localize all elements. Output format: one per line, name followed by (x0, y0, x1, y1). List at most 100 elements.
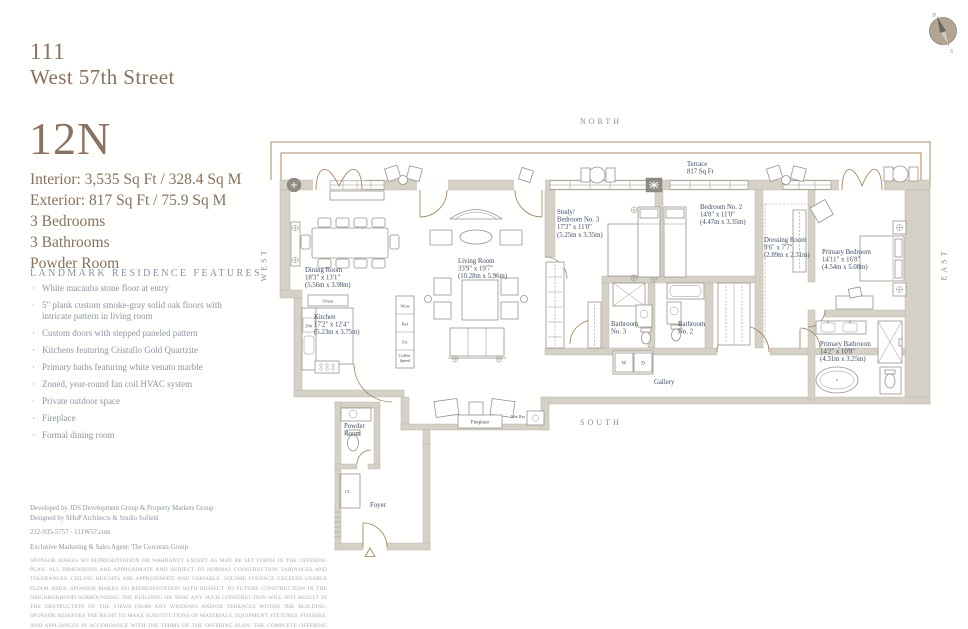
wardrobe (792, 209, 807, 273)
vanity-sink (666, 301, 682, 325)
label-dining-room: Dining Room 18'3" x 13'1" (5.56m x 3.98m… (305, 267, 351, 289)
dressing-door (799, 327, 821, 349)
compass-icon: N S (929, 13, 957, 55)
label-dryer: D (641, 362, 645, 367)
feature-text: Zoned, year-round fan coil HVAC system (42, 379, 193, 390)
wet-bar-cabinet (526, 410, 545, 426)
terrace-chair (383, 164, 402, 183)
legal-disclaimer: SPONSOR MAKES NO REPRESENTATION OR WARRA… (30, 558, 327, 629)
dining-chair (335, 258, 350, 269)
residence-specs: Interior: 3,535 Sq Ft / 328.4 Sq M Exter… (30, 169, 241, 274)
terrace-chair (789, 165, 807, 182)
label-powder-room: Powder Room (344, 423, 366, 438)
label-gallery: Gallery (654, 379, 675, 386)
feature-text: White macauba stone floor at entry (42, 283, 169, 293)
label-dw: DW (305, 324, 313, 329)
shower (877, 320, 903, 364)
feature-text: Fireplace (42, 413, 76, 424)
building-title: 111 West 57th Street (30, 40, 175, 90)
compass-north-letter: N (931, 13, 937, 19)
armchair (500, 277, 519, 296)
toilet (670, 324, 682, 342)
label-foyer: Foyer (370, 502, 387, 509)
dining-chair (371, 258, 386, 269)
spec-bathrooms: 3 Bathrooms (30, 234, 110, 252)
label-fzr: Fzr (402, 340, 408, 345)
spec-exterior: Exterior: 817 Sq Ft / 75.9 Sq M (30, 192, 227, 210)
ovens-counter (307, 294, 349, 307)
bullet: · (32, 344, 35, 355)
armchair (433, 277, 452, 296)
pillow (639, 208, 659, 219)
label-dressing-room: Dressing Room 9'6" x 7'7" (2.89m x 2.31m… (764, 237, 810, 259)
fireplace-alcove (433, 397, 545, 429)
foyer-east-wall (422, 441, 431, 551)
living-furniture (424, 209, 568, 363)
water-closet (879, 366, 902, 395)
label-fireplace: Fireplace (471, 421, 490, 426)
terrace-parapet (270, 141, 931, 188)
kitchen-fixtures (301, 294, 415, 374)
feature-item: ·Private outdoor space (30, 396, 252, 407)
toilet (640, 327, 652, 345)
compass-needle-light (939, 30, 950, 47)
feature-text: Private outdoor space (42, 396, 120, 407)
dining-chair (371, 217, 386, 228)
laundry-closet (612, 350, 654, 375)
label-study-bedroom3: Study/ Bedroom No. 3 17'3" x 11'0" (5.25… (557, 209, 603, 239)
bullet: · (32, 283, 35, 293)
armchair (500, 301, 519, 320)
architect-credit: Designed by SHoP Architects & Studio Sof… (30, 514, 159, 522)
closet (717, 282, 751, 346)
terrace-round-table (891, 165, 909, 183)
features-heading: LANDMARK RESIDENCE FEATURES (30, 268, 263, 279)
dining-table (311, 227, 389, 259)
terrace-name: Terrace (687, 161, 707, 168)
closet (545, 261, 565, 349)
spec-bedrooms: 3 Bedrooms (30, 213, 106, 231)
washer (614, 352, 634, 373)
label-coffee-speed: Coffee Speed (399, 353, 412, 363)
feature-text: Kitchens featuring Cristallo Gold Quartz… (42, 344, 198, 355)
entry-marker (364, 547, 376, 557)
feature-item: ·Fireplace (30, 413, 252, 424)
bathroom2-fixtures (666, 282, 705, 342)
west-wall (279, 189, 291, 295)
dining-chair (353, 217, 368, 228)
feature-text: Formal dining room (42, 430, 115, 441)
feature-text: Custom doors with stepped paneled patter… (42, 327, 198, 338)
building-street: West 57th Street (30, 65, 175, 89)
bullet: · (32, 430, 35, 441)
armchair (499, 229, 523, 246)
hose-bib-icon (286, 177, 302, 193)
feature-text: 5" plank custom smoke-gray solid oak flo… (42, 300, 222, 321)
dining-terrace-doors (315, 169, 363, 191)
primary-bathroom-fixtures (815, 320, 903, 395)
window (782, 180, 832, 190)
terrace-chair (517, 166, 535, 184)
range (314, 360, 340, 374)
label-bathroom3: Bathroom No. 3 (611, 321, 640, 336)
twin-bed (663, 206, 687, 278)
dining-chair (317, 217, 332, 228)
label-bathroom2: Bathroom No. 2 (678, 321, 707, 336)
contact-block: Developed by JDS Development Group & Pro… (30, 504, 213, 552)
bullet: · (32, 327, 35, 338)
vanity-sink (635, 304, 653, 328)
pillow (894, 259, 903, 279)
armchair (429, 229, 453, 246)
label-washer: W (622, 362, 627, 367)
powder-vanity (340, 407, 372, 422)
terrace-chair (405, 165, 423, 182)
fireside-chair (433, 397, 460, 418)
sofa (448, 327, 506, 363)
dining-chair (317, 258, 332, 269)
developer-credit: Developed by JDS Development Group & Pro… (30, 505, 214, 512)
feature-item: · White macauba stone floor at entry (30, 283, 252, 294)
radiator (290, 221, 301, 267)
terrace-chair (883, 166, 894, 182)
terrace-chair (580, 167, 591, 183)
east-wall (904, 189, 931, 405)
label-bedroom2: Bedroom No. 2 14'8" x 11'0" (4.47m x 3.3… (700, 204, 746, 226)
